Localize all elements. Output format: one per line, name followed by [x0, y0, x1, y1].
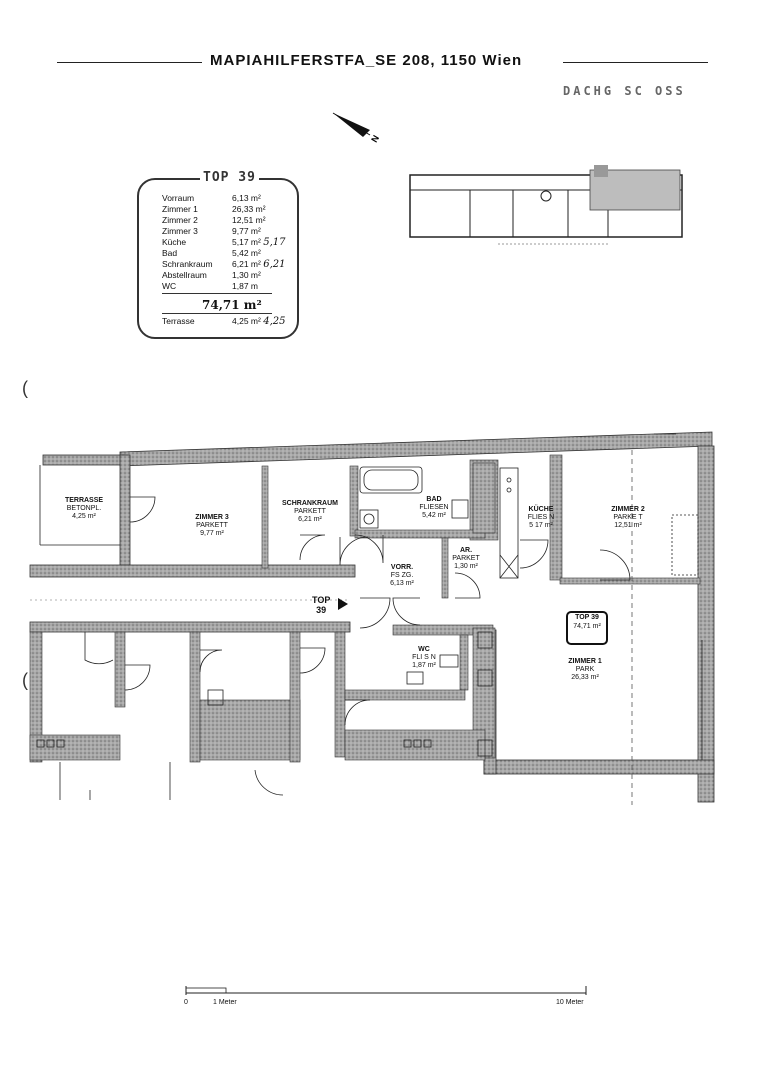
room-label-bad: BAD FLIESEN 5,42 m²	[419, 496, 449, 519]
room-label-zimmer1: ZIMMER 1 PARK 26,33 m²	[568, 658, 602, 681]
room-label-schrankraum: SCHRANKRAUM PARKETT 6,21 m²	[282, 500, 338, 523]
entrance-arrow-icon	[338, 598, 348, 610]
scale-bar	[185, 986, 587, 995]
floor-label: DACHG SC OSS	[563, 84, 686, 98]
svg-text:N: N	[369, 133, 381, 144]
area-table-sum-line	[162, 313, 272, 314]
margin-mark: (	[22, 670, 28, 690]
area-table-title: TOP 39	[200, 170, 259, 185]
room-label-zimmer2: ZIMMER 2 PARKE T 12,51 m²	[611, 506, 645, 529]
margin-mark: (	[22, 378, 28, 398]
thin-lines	[30, 433, 703, 805]
room-label-vorraum: VORR. FS ZG. 6,13 m²	[390, 564, 414, 587]
area-table-sum-line	[162, 293, 272, 294]
scale-label-mid: 1 Meter	[213, 999, 237, 1006]
unit-badge: TOP 39 74,71 m²	[566, 611, 608, 645]
fixtures	[36, 466, 699, 757]
key-plan	[409, 165, 683, 245]
area-total: 74,71 m²	[202, 298, 262, 312]
doors	[84, 496, 631, 796]
room-label-kueche: KÜCHE FLIES N 5 17 m²	[527, 506, 555, 529]
scale-label-end: 10 Meter	[556, 999, 584, 1006]
scale-label-start: 0	[184, 999, 188, 1006]
header-rule-right	[563, 62, 708, 63]
room-label-terrasse: TERRASSE BETONPL. 4,25 m²	[64, 497, 104, 520]
header-rule-left	[57, 62, 202, 63]
room-label-abstellraum: AR. PARKET 1,30 m²	[452, 547, 480, 570]
north-arrow-icon: N	[332, 112, 381, 144]
room-label-wc: WC FLI S N 1,87 m²	[412, 646, 436, 669]
room-label-zimmer3: ZIMMER 3 PARKETT 9,77 m²	[195, 514, 229, 537]
entrance-label: TOP 39	[312, 595, 331, 615]
walls	[29, 431, 715, 803]
address-title: MAPIAHILFERSTFA_SE 208, 1150 Wien	[210, 52, 523, 69]
